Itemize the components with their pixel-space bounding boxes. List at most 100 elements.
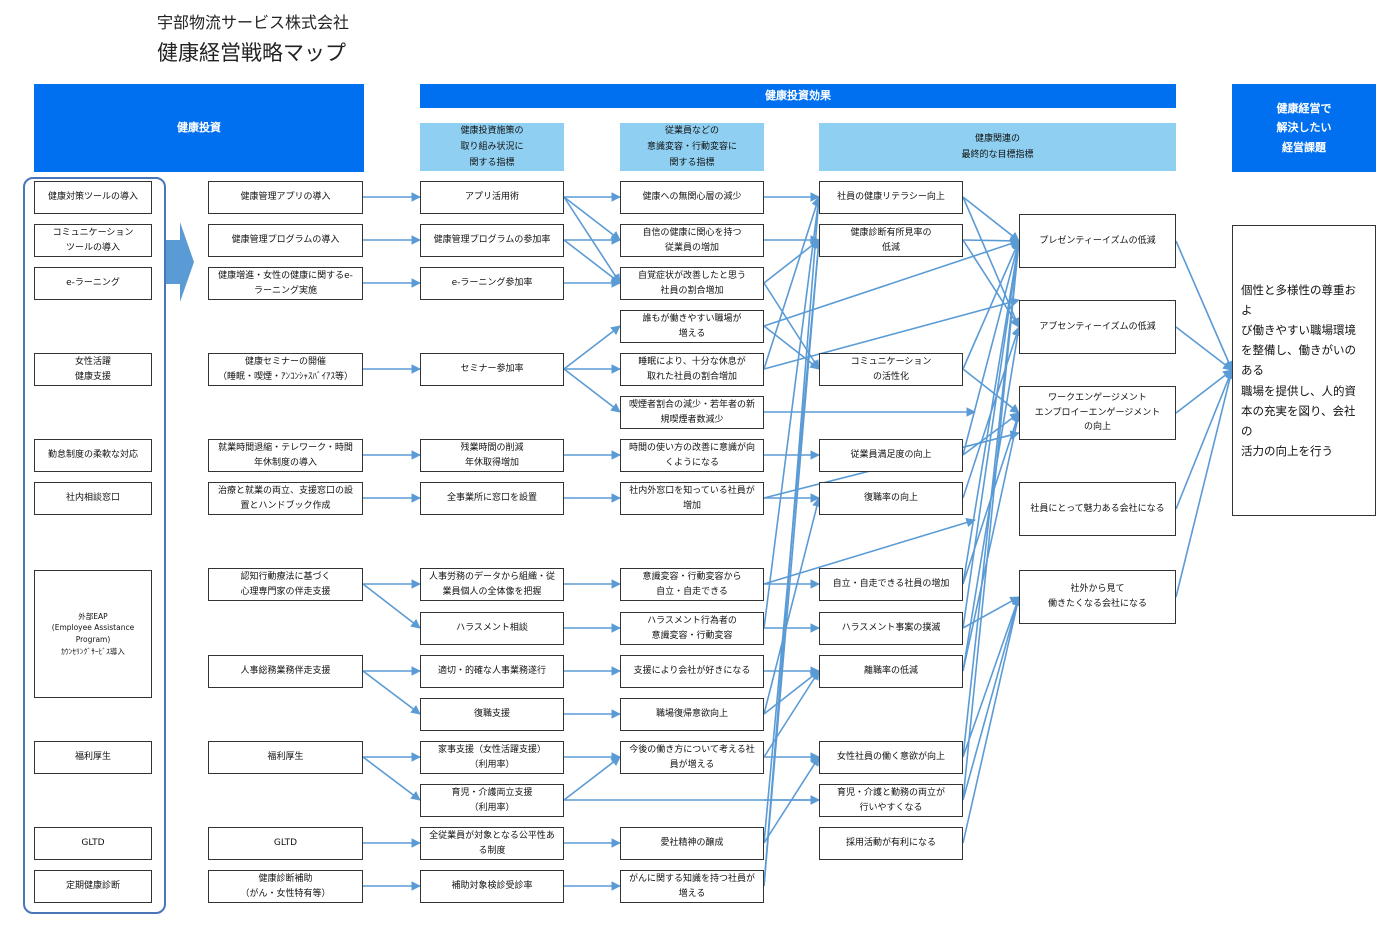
page-title: 健康経営戦略マップ [157, 41, 346, 65]
target-box: 採用活動が有利になる [819, 827, 963, 860]
indicator-a-box: 残業時間の削減 年休取得増加 [420, 439, 564, 472]
indicator-a-box: 健康管理プログラムの参加率 [420, 224, 564, 257]
indicator-b-box: 今後の働き方について考える社 員が増える [620, 741, 764, 774]
indicator-a-box: 補助対象検診受診率 [420, 870, 564, 903]
target-box: 離職率の低減 [819, 655, 963, 688]
measure-box: 健康増進・女性の健康に関するe- ラーニング実施 [208, 267, 363, 300]
connector-arrow [962, 240, 1023, 629]
connector-arrow [962, 240, 1020, 370]
connector-arrow [763, 497, 822, 715]
management-banner: 健康経営で 解決したい 経営課題 [1232, 84, 1376, 172]
connector-arrow [362, 583, 421, 629]
category-box: コミュニケーション ツールの導入 [34, 224, 152, 257]
connector-arrow [362, 670, 421, 715]
target-box: 自立・自走できる社員の増加 [819, 568, 963, 601]
connector-arrow [763, 196, 821, 370]
measure-box: 就業時間退縮・テレワーク・時間 年休制度の導入 [208, 439, 363, 472]
indicator-b-box: 自覚症状が改善したと思う 社員の割合増加 [620, 267, 764, 300]
indicator-a-box: 育児・介護両立支援 （利用率） [420, 784, 564, 817]
indicator-b-box: 時間の使い方の改善に意識が向 くようになる [620, 439, 764, 472]
category-box: e-ラーニング [34, 267, 152, 300]
indicator-b-box: 健康への無関心層の減少 [620, 181, 764, 214]
indicator-b-header: 従業員などの 意識変容・行動変容に 関する指標 [620, 123, 764, 171]
indicator-a-box: アプリ活用術 [420, 181, 564, 214]
connector-arrow [962, 596, 1020, 629]
indicator-a-box: 家事支援（女性活躍支援） （利用率） [420, 741, 564, 774]
measure-box: 認知行動療法に基づく 心理専門家の伴走支援 [208, 568, 363, 601]
connector-arrow [1175, 369, 1234, 510]
category-box-eap: 外部EAP (Employee Assistance Program) ｶｳﾝｾ… [34, 570, 152, 698]
indicator-b-box: 職場復帰意欲向上 [620, 698, 764, 731]
target-box: 育児・介護と勤務の両立が 行いやすくなる [819, 784, 963, 817]
measure-box: 健康セミナーの開催 （睡眠・喫煙・ｱﾝｺﾝｼｬｽﾊﾞｲｱｽ等） [208, 353, 363, 386]
target-box: コミュニケーション の活性化 [819, 353, 963, 386]
indicator-b-box: 誰もが働きやすい職場が 増える [620, 310, 764, 343]
target-box: 健康診断有所見率の 低減 [819, 224, 963, 257]
indicator-b-box: がんに関する知識を持つ社員が 増える [620, 870, 764, 903]
category-box: 健康対策ツールの導入 [34, 181, 152, 214]
connector-arrow [962, 596, 1022, 844]
indicator-a-box: 全事業所に窓口を設置 [420, 482, 564, 515]
measure-box: 福利厚生 [208, 741, 363, 774]
indicator-a-box: ハラスメント相談 [420, 612, 564, 645]
connector-arrow [763, 239, 820, 284]
outcome-box: 社外から見て 働きたくなる会社になる [1019, 570, 1176, 624]
effect-banner: 健康投資効果 [420, 84, 1176, 108]
category-box: 定期健康診断 [34, 870, 152, 903]
big-flow-arrow-icon [165, 222, 194, 302]
outcome-box: アブセンティーイズムの低減 [1019, 300, 1176, 354]
connector-arrow [962, 196, 1020, 242]
outcome-box: プレゼンティーイズムの低減 [1019, 214, 1176, 268]
connector-arrow [962, 596, 1022, 801]
measure-box: GLTD [208, 827, 363, 860]
measure-box: 健康管理プログラムの導入 [208, 224, 363, 257]
investment-banner: 健康投資 [34, 84, 364, 172]
connector-arrow [563, 325, 621, 370]
category-box: 女性活躍 健康支援 [34, 353, 152, 386]
connector-arrow [1175, 369, 1233, 414]
measure-box: 健康管理アプリの導入 [208, 181, 363, 214]
measure-box: 人事総務業務伴走支援 [208, 655, 363, 688]
category-box: 社内相談窓口 [34, 482, 152, 515]
indicator-a-header: 健康投資施策の 取り組み状況に 関する指標 [420, 123, 564, 171]
indicator-b-box: 意識変容・行動変容から 自立・自走できる [620, 568, 764, 601]
investment-category-group [23, 177, 166, 914]
company-name: 宇部物流サービス株式会社 [157, 13, 350, 32]
indicator-a-box: 復職支援 [420, 698, 564, 731]
connector-arrow [763, 325, 820, 370]
connector-arrow [1175, 326, 1233, 371]
connector-arrow [763, 670, 820, 758]
connector-arrow [962, 240, 1022, 456]
connector-arrow [763, 670, 820, 715]
indicator-c-header: 健康関連の 最終的な目標指標 [819, 123, 1176, 171]
target-box: 復職率の向上 [819, 482, 963, 515]
indicator-a-box: 適切・的確な人事業務遂行 [420, 655, 564, 688]
indicator-b-box: 睡眠により、十分な休息が 取れた社員の割合増加 [620, 353, 764, 386]
connector-arrow [962, 596, 1021, 758]
target-box: 社員の健康リテラシー向上 [819, 181, 963, 214]
target-box: ハラスメント事案の撲滅 [819, 612, 963, 645]
connector-arrow [563, 239, 621, 284]
connector-arrow [563, 368, 621, 413]
indicator-a-box: 全従業員が対象となる公平性あ る制度 [420, 827, 564, 860]
category-box: GLTD [34, 827, 152, 860]
outcome-box: 社員にとって魅力ある会社になる [1019, 482, 1176, 536]
indicator-a-box: セミナー参加率 [420, 353, 564, 386]
connector-arrow [763, 517, 976, 585]
target-box: 女性社員の働く意欲が向上 [819, 741, 963, 774]
connector-arrow [962, 236, 1020, 246]
indicator-b-box: 自信の健康に関心を持つ 従業員の増加 [620, 224, 764, 257]
indicator-b-box: 支援により会社が好きになる [620, 655, 764, 688]
indicator-b-box: 愛社精神の醸成 [620, 827, 764, 860]
connector-arrow [962, 412, 1022, 672]
category-box: 福利厚生 [34, 741, 152, 774]
connector-arrow [962, 240, 1023, 801]
indicator-b-box: 喫煙者割合の減少・若年者の新 規喫煙者数減少 [620, 396, 764, 429]
measure-box: 治療と就業の両立、支援窓口の設 置とハンドブック作成 [208, 482, 363, 515]
indicator-b-box: ハラスメント行為者の 意識変容・行動変容 [620, 612, 764, 645]
measure-box: 健康診断補助 （がん・女性特有等） [208, 870, 363, 903]
connector-arrow [763, 297, 1020, 370]
target-box: 従業員満足度の向上 [819, 439, 963, 472]
